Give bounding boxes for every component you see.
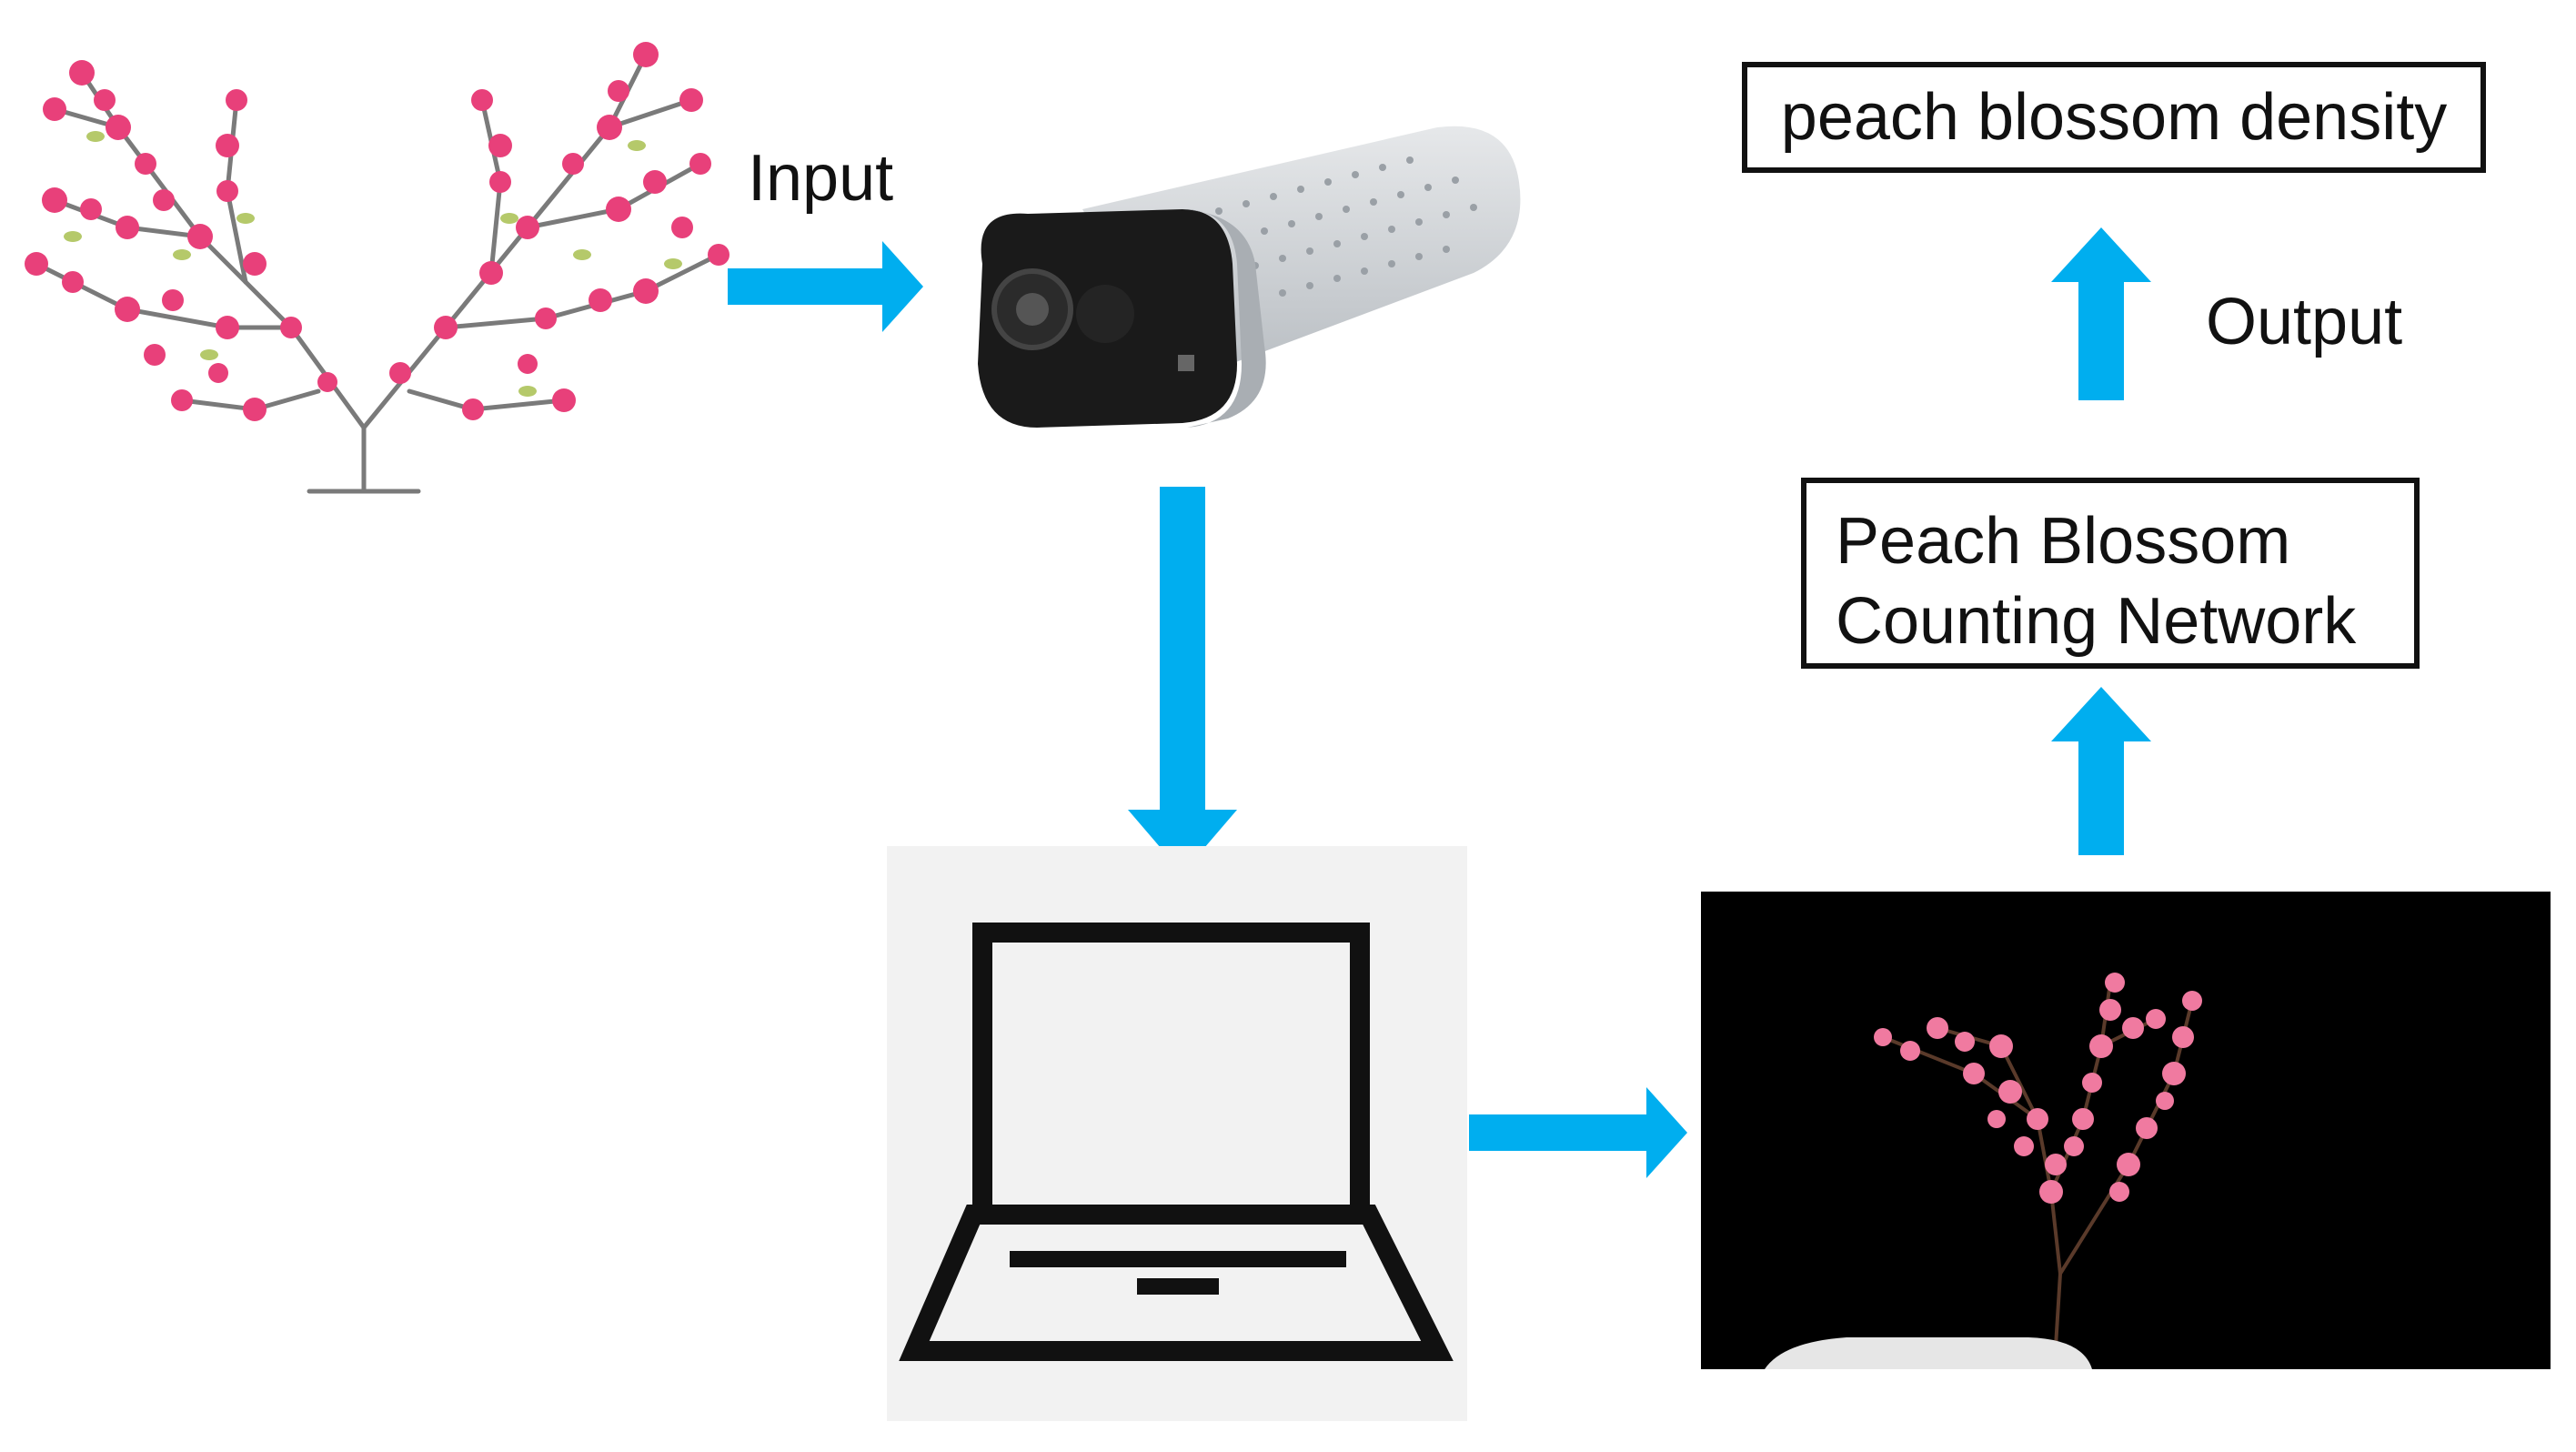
tree-illustration [25, 42, 730, 494]
arrow-tree-to-camera [728, 241, 923, 332]
input-label: Input [748, 142, 894, 215]
output-label: Output [2206, 286, 2403, 358]
density-box-label: peach blossom density [1780, 81, 2448, 154]
arrow-photo-to-network [2051, 687, 2151, 855]
arrow-camera-to-laptop [1128, 487, 1237, 873]
network-box-line2: Counting Network [1836, 585, 2357, 658]
photo-background [1701, 892, 2551, 1369]
blossom-photo [1765, 973, 2202, 1369]
depth-camera-icon [978, 126, 1521, 428]
arrow-laptop-to-photo [1469, 1087, 1687, 1178]
network-box: Peach Blossom Counting Network [1801, 478, 2420, 669]
density-box: peach blossom density [1742, 62, 2486, 173]
network-box-line1: Peach Blossom [1836, 505, 2291, 578]
arrow-network-to-density [2051, 227, 2151, 400]
laptop-icon [899, 923, 1454, 1361]
